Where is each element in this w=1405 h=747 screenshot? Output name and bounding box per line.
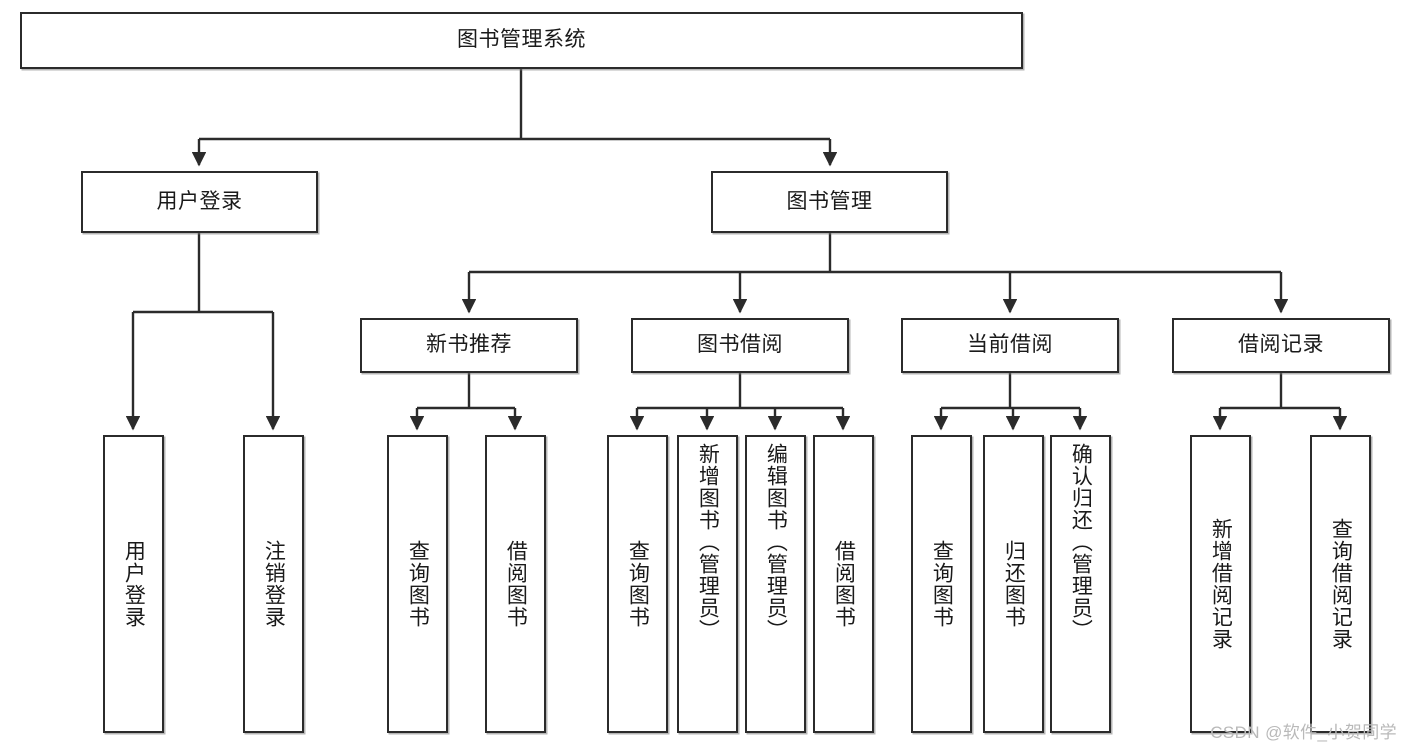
node-label: 用户登录 [122,540,146,628]
node-label: 归还图书 [1002,540,1026,628]
node-leaf-edit-book-admin[interactable]: 编辑图书（管理员） [745,435,806,733]
node-leaf-return-book[interactable]: 归还图书 [983,435,1044,733]
node-label: 确认归还（管理员） [1069,443,1093,641]
watermark-text: CSDN @软件_小贺同学 [1210,723,1397,742]
node-current-borrow[interactable]: 当前借阅 [901,318,1119,373]
node-user-login[interactable]: 用户登录 [81,171,318,233]
node-book-borrow[interactable]: 图书借阅 [631,318,849,373]
node-label: 查询图书 [406,540,430,628]
node-leaf-logout-login[interactable]: 注销登录 [243,435,304,733]
node-leaf-user-login[interactable]: 用户登录 [103,435,164,733]
node-system-root[interactable]: 图书管理系统 [20,12,1023,69]
node-label: 当前借阅 [967,333,1053,357]
node-label: 图书管理系统 [457,28,586,52]
node-label: 注销登录 [262,540,286,628]
node-leaf-borrow-book-1[interactable]: 借阅图书 [485,435,546,733]
node-leaf-add-borrow-record[interactable]: 新增借阅记录 [1190,435,1251,733]
node-leaf-query-book-3[interactable]: 查询图书 [911,435,972,733]
node-label: 查询借阅记录 [1329,518,1353,650]
node-book-manage[interactable]: 图书管理 [711,171,948,233]
node-label: 新增图书（管理员） [696,443,720,641]
node-label: 用户登录 [156,189,243,213]
node-borrow-record[interactable]: 借阅记录 [1172,318,1390,373]
node-leaf-query-book-1[interactable]: 查询图书 [387,435,448,733]
node-leaf-query-borrow-record[interactable]: 查询借阅记录 [1310,435,1371,733]
node-leaf-confirm-return-admin[interactable]: 确认归还（管理员） [1050,435,1111,733]
node-label: 查询图书 [626,540,650,628]
node-leaf-borrow-book-2[interactable]: 借阅图书 [813,435,874,733]
node-label: 图书管理 [786,189,873,213]
node-label: 查询图书 [930,540,954,628]
node-label: 借阅图书 [832,540,856,628]
node-leaf-add-book-admin[interactable]: 新增图书（管理员） [677,435,738,733]
node-label: 新增借阅记录 [1209,518,1233,650]
node-label: 编辑图书（管理员） [764,443,788,641]
node-label: 借阅图书 [504,540,528,628]
node-new-book-recommend[interactable]: 新书推荐 [360,318,578,373]
node-label: 图书借阅 [697,333,783,357]
node-label: 借阅记录 [1238,333,1324,357]
node-leaf-query-book-2[interactable]: 查询图书 [607,435,668,733]
node-label: 新书推荐 [426,333,512,357]
